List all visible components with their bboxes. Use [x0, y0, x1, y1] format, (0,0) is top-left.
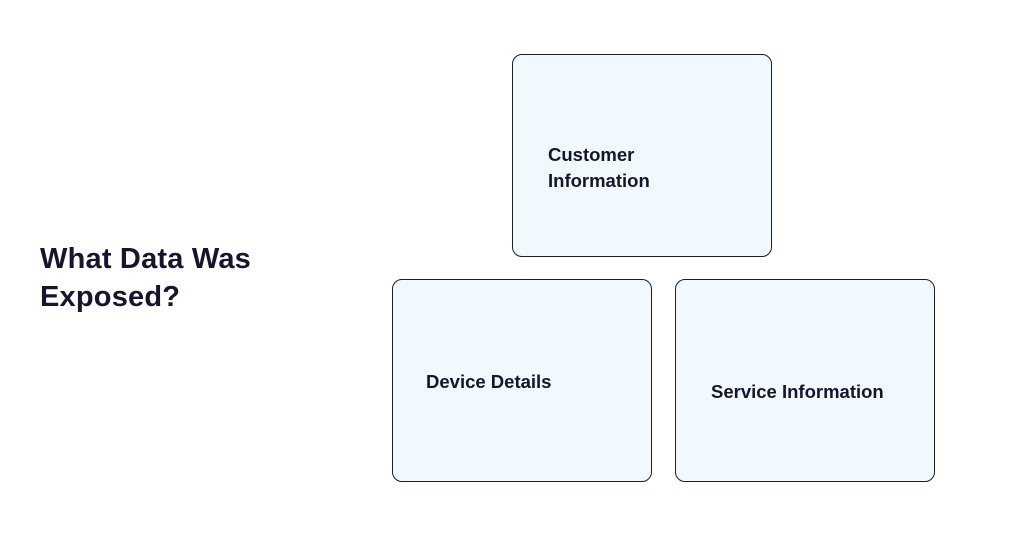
device-details-box: Device Details [392, 279, 652, 482]
customer-information-box: Customer Information [512, 54, 772, 257]
customer-information-label: Customer Information [548, 144, 650, 191]
diagram-title: What Data Was Exposed? [40, 243, 251, 313]
device-details-label: Device Details [426, 371, 552, 392]
service-information-box: Service Information [675, 279, 935, 482]
service-information-label: Service Information [711, 381, 884, 402]
